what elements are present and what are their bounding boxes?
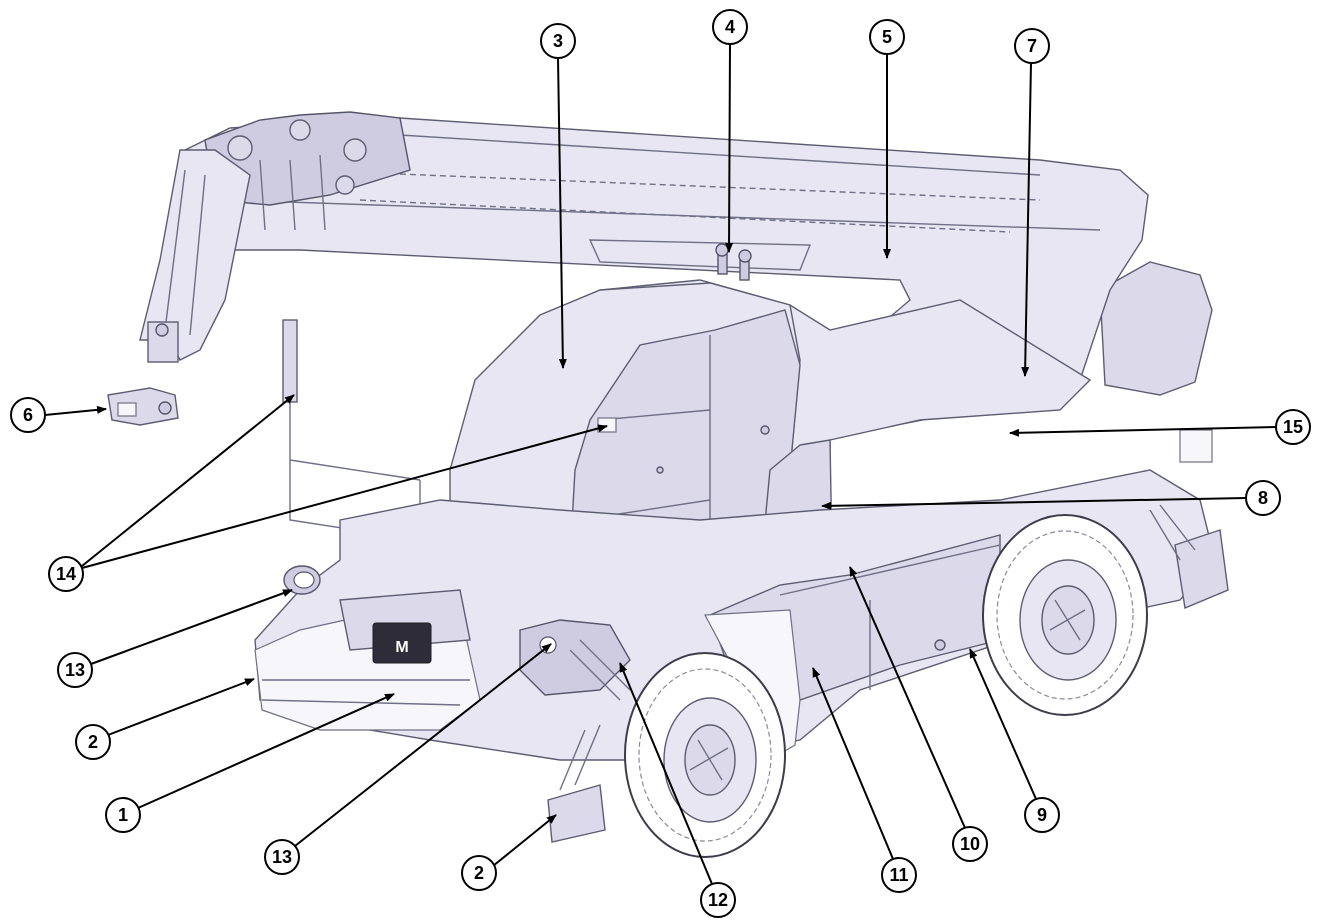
callout-9: 9	[969, 648, 1060, 833]
svg-text:8: 8	[1258, 488, 1268, 508]
svg-text:6: 6	[23, 405, 33, 425]
front-lamp-cluster	[519, 619, 631, 701]
callout-1: 1	[105, 693, 395, 833]
svg-text:2: 2	[88, 732, 98, 752]
svg-text:4: 4	[725, 17, 735, 37]
callout-layer: 6 3 4 5 7 15	[10, 9, 1311, 918]
rear-wheel	[982, 514, 1148, 716]
svg-text:13: 13	[65, 660, 85, 680]
front-outrigger	[547, 724, 606, 843]
svg-text:9: 9	[1037, 805, 1047, 825]
svg-text:2: 2	[474, 863, 484, 883]
svg-text:14: 14	[56, 564, 76, 584]
svg-text:10: 10	[960, 834, 980, 854]
callout-2-bottom: 2	[461, 814, 557, 891]
callout-10: 10	[849, 566, 988, 862]
callout-13-lamp: 13	[264, 643, 552, 875]
svg-text:12: 12	[708, 890, 728, 910]
svg-text:5: 5	[882, 27, 892, 47]
callout-6: 6	[10, 397, 107, 433]
front-wheel	[624, 652, 786, 858]
svg-text:1: 1	[118, 805, 128, 825]
callout-4: 4	[712, 9, 748, 253]
callout-2-left: 2	[75, 678, 255, 760]
brand-plate-letter: M	[395, 639, 408, 656]
svg-text:15: 15	[1283, 417, 1303, 437]
rear-stabilizer	[1149, 429, 1229, 609]
machine-illustration: M	[107, 111, 1229, 858]
callout-12: 12	[619, 662, 736, 918]
callout-3: 3	[540, 23, 576, 369]
headlight	[283, 565, 321, 595]
svg-text:13: 13	[272, 847, 292, 867]
callout-5: 5	[869, 19, 905, 259]
front-frame: M	[254, 589, 481, 731]
callout-14: 14	[48, 394, 608, 592]
roof-controls	[715, 243, 752, 281]
callout-15: 15	[1009, 409, 1311, 445]
svg-text:7: 7	[1027, 36, 1037, 56]
svg-text:11: 11	[889, 865, 908, 885]
callout-7: 7	[1014, 28, 1050, 377]
brand-plate	[372, 622, 432, 664]
callout-11: 11	[812, 667, 917, 893]
callout-13-headlight: 13	[57, 589, 293, 688]
svg-text:3: 3	[553, 31, 563, 51]
callout-8: 8	[821, 480, 1281, 516]
rear-counterweight	[1099, 261, 1213, 396]
